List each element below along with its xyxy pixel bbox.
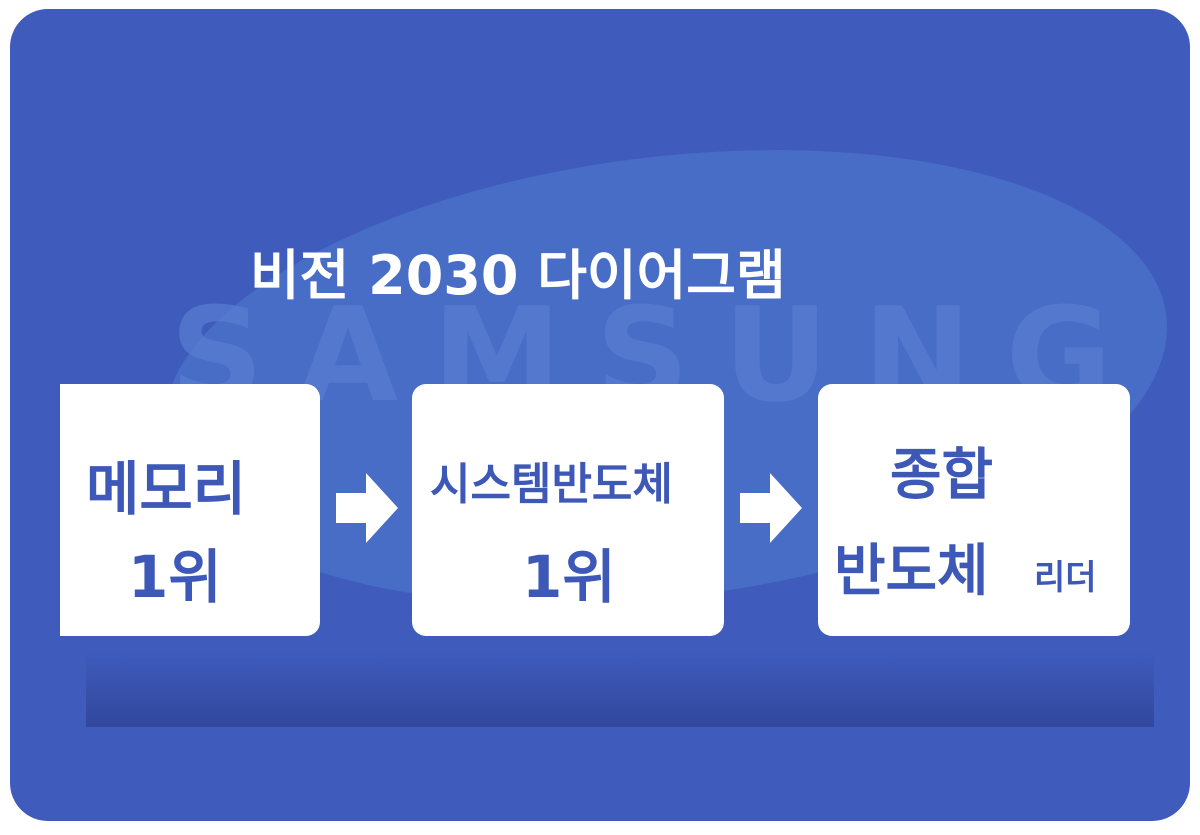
step-box-total-semiconductor-leader: 종합 반도체 리더: [818, 384, 1130, 636]
diagram-title: 비전 2030 다이어그램: [250, 244, 786, 307]
step-2-label: 시스템반도체: [430, 459, 673, 510]
right-arrow-icon: [740, 473, 802, 543]
step-3-label: 종합: [890, 443, 994, 508]
step-1-rank: 1위: [128, 543, 222, 611]
step-3-suffix: 리더: [1034, 558, 1097, 598]
step-box-system-semiconductor: 시스템반도체 1위: [412, 384, 724, 636]
diagram-background: SAMSUNG 비전 2030 다이어그램 메모리 1위 시스템반도체 1위 종…: [10, 9, 1190, 821]
step-3-subject: 반도체: [834, 539, 989, 604]
bottom-shadow-band: [86, 649, 1154, 727]
step-1-label: 메모리: [86, 455, 247, 523]
step-2-rank: 1위: [522, 543, 616, 611]
right-arrow-icon: [336, 473, 398, 543]
step-box-memory: 메모리 1위: [60, 384, 320, 636]
